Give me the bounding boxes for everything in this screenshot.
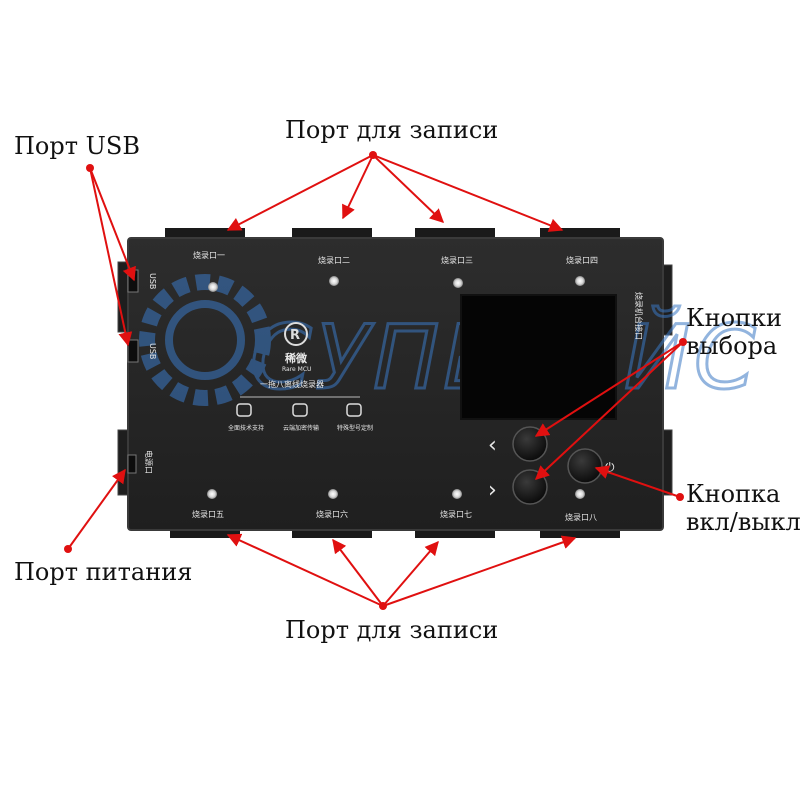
port-label-7: 烧录口七 [440, 509, 472, 519]
feature-2: 云端加密传输 [283, 424, 319, 432]
callout-power-port: Порт питания [14, 558, 192, 586]
callout-write-ports-bottom-text: Порт для записи [285, 616, 499, 644]
port-label-6: 烧录口六 [316, 509, 348, 519]
callout-write-ports-top-text: Порт для записи [285, 116, 499, 144]
custom-icon [346, 403, 362, 417]
feature-icons: 全面技术支持 云端加密传输 特殊型号定制 [228, 403, 373, 432]
brand-logo: R 稀微 Rare MCU 一拖八离线烧录器 [240, 322, 360, 398]
led-6 [328, 489, 338, 499]
led-2 [329, 276, 339, 286]
port-label-5: 烧录口五 [192, 509, 224, 519]
nav-left-icon: ‹ [488, 433, 497, 458]
port-label-2: 烧录口二 [318, 255, 350, 265]
usb-label-1: USB [148, 273, 157, 289]
led-8 [575, 489, 585, 499]
callout-power-port-text: Порт питания [14, 558, 193, 586]
callout-select-buttons-line2: выбора [686, 332, 778, 360]
product-title: 一拖八离线烧录器 [260, 379, 324, 389]
port-label-3: 烧录口三 [441, 255, 473, 265]
brand-sub: Rare MCU [282, 366, 311, 373]
callout-arrows [64, 151, 687, 610]
lcd-screen [460, 294, 617, 420]
led-1 [208, 282, 218, 292]
feature-1: 全面技术支持 [228, 424, 264, 432]
port-label-1: 烧录口一 [193, 250, 225, 260]
callout-usb-port: Порт USB [14, 132, 140, 160]
callout-power-button: Кнопка вкл/выкл [686, 480, 800, 536]
port-label-4: 烧录口四 [566, 255, 598, 265]
port-label-8: 烧录口八 [565, 512, 597, 522]
power-port: 电源口 [127, 450, 154, 474]
usb-label-2: USB [148, 343, 157, 359]
led-5 [207, 489, 217, 499]
feature-3: 特殊型号定制 [337, 424, 373, 432]
power-port-label: 电源口 [144, 450, 154, 474]
right-side-label: 烧录机台接口 [634, 292, 644, 340]
callout-power-button-line1: Кнопка [686, 480, 781, 508]
brand-logo-mark: R [290, 328, 300, 343]
support-icon [236, 403, 252, 417]
select-down-button[interactable] [512, 469, 548, 505]
callout-select-buttons: Кнопки выбора [686, 304, 782, 360]
cloud-icon [292, 403, 308, 417]
callout-write-ports-top: Порт для записи [285, 116, 498, 144]
led-4 [575, 276, 585, 286]
bottom-port-group: 烧录口五 烧录口六 烧录口七 烧录口八 [192, 489, 597, 522]
callout-power-button-line2: вкл/выкл [686, 508, 800, 536]
callout-write-ports-bottom: Порт для записи [285, 616, 498, 644]
brand-name: 稀微 [285, 351, 308, 365]
power-button[interactable] [567, 448, 603, 484]
callout-select-buttons-line1: Кнопки [686, 304, 783, 332]
callout-usb-port-text: Порт USB [14, 132, 140, 160]
led-7 [452, 489, 462, 499]
nav-right-icon: › [488, 478, 497, 503]
led-3 [453, 278, 463, 288]
top-port-group: 烧录口一 烧录口二 烧录口三 烧录口四 [193, 250, 598, 292]
